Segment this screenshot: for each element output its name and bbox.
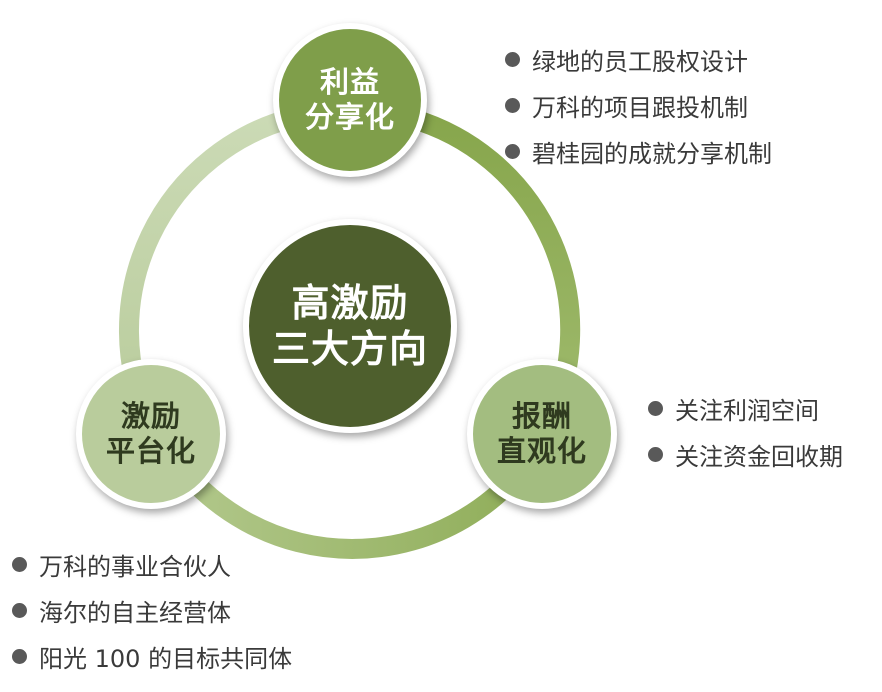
node-right-line2: 直观化 [496,434,587,468]
node-incentive-platform: 激励 平台化 [76,359,226,509]
bullet-list-top: 绿地的员工股权设计 万科的项目跟投机制 碧桂园的成就分享机制 [505,36,772,174]
bullet-dot-icon [648,446,663,462]
ring-arc-bottom [162,440,546,559]
bullet-dot-icon [505,97,520,113]
node-top-line2: 分享化 [304,100,395,134]
bullet-dot-icon [648,400,663,416]
list-item: 万科的项目跟投机制 [505,82,772,128]
node-reward-visibility: 报酬 直观化 [467,359,617,509]
center-title-line1: 高激励 [291,280,409,325]
list-item: 海尔的自主经营体 [12,587,292,633]
node-left-line2: 平台化 [105,434,196,468]
node-benefit-sharing: 利益 分享化 [273,23,427,177]
bullet-list-left: 万科的事业合伙人 海尔的自主经营体 阳光 100 的目标共同体 [12,541,292,679]
node-top-line1: 利益 [319,64,380,99]
center-circle: 高激励 三大方向 [243,219,457,433]
bullet-dot-icon [12,602,27,618]
bullet-dot-icon [12,556,27,572]
bullet-dot-icon [505,51,520,67]
bullet-dot-icon [12,648,27,664]
list-item: 万科的事业合伙人 [12,541,292,587]
center-title-line2: 三大方向 [271,327,428,371]
node-right-line1: 报酬 [511,398,572,433]
bullet-dot-icon [505,143,520,159]
bullet-list-right: 关注利润空间 关注资金回收期 [648,385,843,477]
list-item: 碧桂园的成就分享机制 [505,128,772,174]
list-item: 绿地的员工股权设计 [505,36,772,82]
list-item: 关注利润空间 [648,385,843,431]
list-item: 阳光 100 的目标共同体 [12,633,292,679]
list-item: 关注资金回收期 [648,431,843,477]
node-left-line1: 激励 [120,398,181,433]
